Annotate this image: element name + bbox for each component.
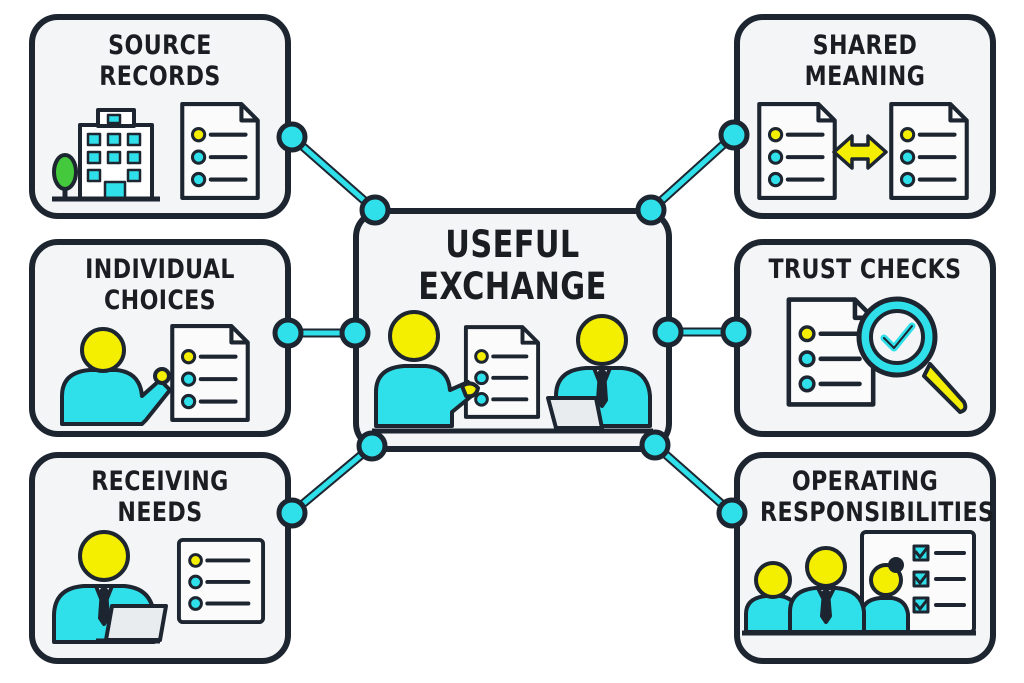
document-icon — [179, 540, 263, 622]
building-icon — [52, 108, 160, 202]
useful-exchange-title-line2: EXCHANGE — [418, 265, 607, 308]
person-pointing-icon — [374, 310, 480, 428]
operating-responsibilities-title-line1: OPERATING — [791, 466, 939, 497]
double-arrow-icon — [832, 134, 888, 170]
source-records-title-line1: SOURCE — [108, 30, 212, 61]
trust-checks-title: TRUST CHECKS — [760, 254, 970, 285]
tree-icon — [52, 153, 78, 198]
source-records-title-line2: RECORDS — [99, 61, 221, 92]
shared-meaning-title-line1: SHARED — [812, 30, 918, 61]
person-pointing-icon — [60, 327, 172, 426]
individual-choices-title-line1: INDIVIDUAL — [85, 254, 235, 285]
document-icon — [891, 104, 966, 198]
businessperson-laptop-icon — [546, 314, 652, 430]
operating-responsibilities-title: OPERATING RESPONSIBILITIES — [760, 466, 995, 528]
document-icon — [466, 327, 538, 417]
document-icon — [182, 104, 257, 198]
team-icon — [742, 546, 976, 636]
individual-choices-title: INDIVIDUAL CHOICES — [55, 254, 265, 316]
document-icon — [759, 104, 834, 198]
operating-responsibilities-title-line2: RESPONSIBILITIES — [760, 497, 995, 528]
shared-meaning-title: SHARED MEANING — [760, 30, 970, 92]
receiving-needs-title-line2: NEEDS — [117, 497, 203, 528]
individual-choices-title-line2: CHOICES — [103, 285, 217, 316]
useful-exchange-title-line1: USEFUL — [445, 223, 580, 266]
useful-exchange-title: USEFUL EXCHANGE — [384, 224, 641, 308]
receiving-needs-title-line1: RECEIVING — [91, 466, 229, 497]
connector-nodes — [272, 119, 752, 529]
document-icon — [172, 326, 247, 420]
source-records-title: SOURCE RECORDS — [55, 30, 265, 92]
trust-checks-title-line1: TRUST CHECKS — [768, 254, 962, 285]
businessperson-laptop-icon — [52, 530, 168, 644]
magnifier-check-icon — [856, 296, 968, 414]
shared-meaning-title-line2: MEANING — [804, 61, 926, 92]
receiving-needs-title: RECEIVING NEEDS — [55, 466, 265, 528]
